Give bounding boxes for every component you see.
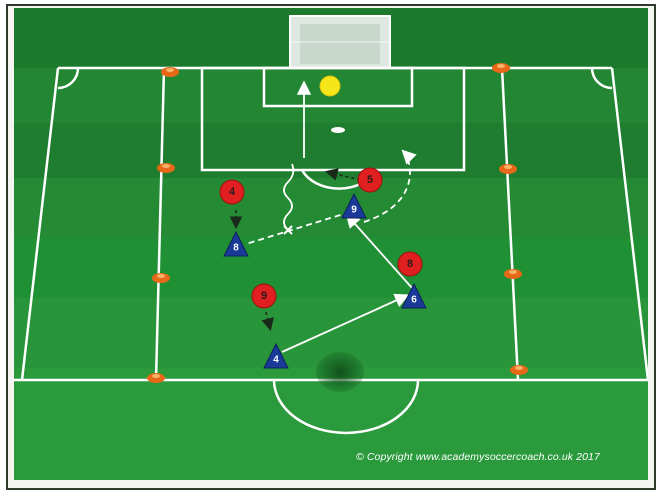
red-player-label: 9 (261, 290, 267, 302)
pitch-diagram: 4 5 8 9 8 9 6 4 (14, 8, 648, 480)
red-player-label: 8 (407, 258, 413, 270)
penalty-spot (331, 127, 345, 133)
blue-player-label: 8 (233, 243, 239, 254)
centre-spot (316, 352, 364, 392)
red-player: 8 (398, 252, 422, 276)
red-player: 9 (252, 284, 276, 308)
copyright-text: © Copyright www.academysoccercoach.co.uk… (356, 451, 600, 463)
blue-player-label: 4 (273, 355, 279, 366)
red-player-label: 4 (229, 186, 236, 198)
blue-player-label: 6 (411, 295, 417, 306)
red-player-label: 5 (367, 174, 373, 186)
cone-icon (161, 67, 179, 77)
cone-icon (510, 365, 528, 375)
cone-icon (147, 373, 165, 383)
cone-icon (157, 163, 175, 173)
blue-player-label: 9 (351, 205, 357, 216)
ball-icon (320, 76, 340, 96)
goal-icon (290, 16, 390, 68)
red-player: 4 (220, 180, 244, 204)
cone-icon (152, 273, 170, 283)
cone-icon (499, 164, 517, 174)
cone-icon (504, 269, 522, 279)
red-player: 5 (358, 168, 382, 192)
cone-icon (492, 63, 510, 73)
